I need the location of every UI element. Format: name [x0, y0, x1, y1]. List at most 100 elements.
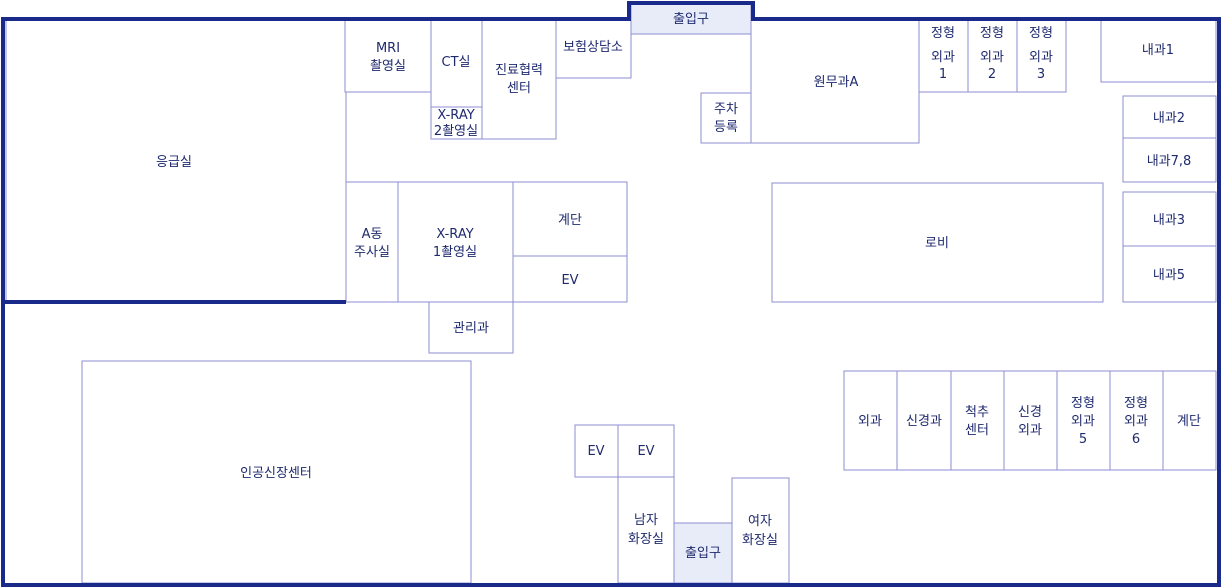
room-ortho1[interactable]: 정형 외과 1 [918, 19, 969, 93]
room-internal2[interactable]: 내과2 [1122, 95, 1217, 139]
svg-text:A동: A동 [362, 227, 383, 242]
room-surgery-label: 외과 [858, 414, 882, 429]
room-neuro-surgery2-label-1: 신경 [1018, 405, 1042, 420]
svg-text:5: 5 [1079, 432, 1087, 447]
room-lobby-label: 로비 [925, 236, 949, 251]
room-stairs-mid[interactable]: 계단 [512, 181, 628, 257]
room-ortho6-label-1: 정형 [1124, 396, 1148, 411]
svg-text:센터: 센터 [507, 81, 531, 96]
svg-text:외과: 외과 [980, 50, 1004, 65]
room-xray1[interactable]: X-RAY 1촬영실 [397, 181, 514, 303]
room-surgery[interactable]: 외과 [843, 370, 898, 471]
room-ev-left[interactable]: EV [574, 424, 619, 478]
svg-text:인공신장센터: 인공신장센터 [240, 466, 312, 481]
room-injection-a-label-2: 주사실 [354, 245, 390, 260]
room-ortho6[interactable]: 정형 외과 6 [1109, 370, 1164, 471]
room-insurance[interactable]: 보험상담소 [555, 19, 632, 79]
room-ev-right[interactable]: EV [617, 424, 675, 478]
entrance-bottom[interactable]: 출입구 [673, 522, 733, 584]
room-men-restroom[interactable]: 남자 화장실 [617, 476, 675, 584]
room-xray1-label-1: X-RAY [436, 227, 473, 242]
room-internal3[interactable]: 내과3 [1122, 191, 1217, 247]
room-management[interactable]: 관리과 [428, 301, 514, 354]
room-ct-label: CT실 [442, 55, 471, 70]
svg-text:CT실: CT실 [442, 55, 471, 70]
room-women-restroom[interactable]: 여자 화장실 [731, 477, 790, 584]
room-xray2-label-1: X-RAY [437, 108, 474, 123]
room-ortho2[interactable]: 정형 외과 2 [967, 19, 1018, 93]
room-ortho1-label-1: 정형 [931, 26, 955, 41]
room-admin-a[interactable]: 원무과A [750, 19, 920, 144]
svg-text:출입구: 출입구 [673, 12, 709, 27]
room-internal78-label: 내과7,8 [1147, 154, 1192, 169]
room-stairs-mid-label: 계단 [558, 213, 582, 228]
room-ortho6-label-3: 6 [1132, 432, 1140, 447]
entrance-bottom-label: 출입구 [685, 546, 721, 561]
svg-text:진료협력: 진료협력 [495, 63, 543, 78]
svg-text:센터: 센터 [965, 423, 989, 438]
room-neuro-surgery2[interactable]: 신경 외과 [1003, 370, 1058, 471]
room-ortho5-label-1: 정형 [1071, 396, 1095, 411]
svg-text:화장실: 화장실 [742, 533, 778, 548]
svg-text:외과: 외과 [931, 50, 955, 65]
svg-text:내과7,8: 내과7,8 [1147, 154, 1192, 169]
svg-text:외과: 외과 [1124, 414, 1148, 429]
svg-text:정형: 정형 [1029, 26, 1053, 41]
svg-text:여자: 여자 [748, 514, 772, 529]
room-clinic-coop[interactable]: 진료협력 센터 [481, 19, 557, 140]
room-ev-right-label: EV [637, 444, 654, 459]
svg-text:외과: 외과 [858, 414, 882, 429]
svg-text:외과: 외과 [1029, 50, 1053, 65]
room-emergency[interactable]: 응급실 [5, 19, 347, 303]
room-spine-label-2: 센터 [965, 423, 989, 438]
room-dialysis-label: 인공신장센터 [240, 466, 312, 481]
svg-text:출입구: 출입구 [685, 546, 721, 561]
svg-text:계단: 계단 [558, 213, 582, 228]
room-internal78[interactable]: 내과7,8 [1122, 137, 1217, 183]
room-internal1-label: 내과1 [1142, 43, 1174, 58]
room-emergency-label: 응급실 [156, 155, 192, 170]
room-spine[interactable]: 척추 센터 [950, 370, 1005, 471]
svg-text:내과1: 내과1 [1142, 43, 1174, 58]
svg-text:외과: 외과 [1071, 414, 1095, 429]
svg-text:2: 2 [988, 67, 996, 82]
room-internal3-label: 내과3 [1153, 213, 1185, 228]
room-ortho5-label-3: 5 [1079, 432, 1087, 447]
room-injection-a[interactable]: A동 주사실 [345, 181, 399, 303]
room-stairs-right[interactable]: 계단 [1162, 370, 1217, 471]
room-xray2[interactable]: X-RAY 2촬영실 [430, 106, 483, 140]
svg-text:관리과: 관리과 [453, 321, 489, 336]
svg-text:X-RAY: X-RAY [436, 227, 473, 242]
room-lobby[interactable]: 로비 [771, 182, 1104, 303]
entrance-top[interactable]: 출입구 [630, 3, 752, 35]
room-internal2-label: 내과2 [1153, 111, 1185, 126]
svg-text:주차: 주차 [714, 102, 738, 117]
room-xray2-label-2: 2촬영실 [434, 124, 478, 139]
room-mri[interactable]: MRI 촬영실 [344, 19, 432, 93]
room-ortho3[interactable]: 정형 외과 3 [1016, 19, 1067, 93]
room-internal5[interactable]: 내과5 [1122, 245, 1217, 303]
svg-text:정형: 정형 [980, 26, 1004, 41]
room-clinic-coop-label-2: 센터 [507, 81, 531, 96]
room-internal1[interactable]: 내과1 [1100, 19, 1217, 83]
room-ortho6-label-2: 외과 [1124, 414, 1148, 429]
svg-text:MRI: MRI [376, 41, 400, 56]
svg-text:3: 3 [1037, 67, 1045, 82]
svg-text:신경: 신경 [1018, 405, 1042, 420]
room-dialysis[interactable]: 인공신장센터 [81, 360, 472, 584]
room-xray1-label-2: 1촬영실 [433, 245, 477, 260]
room-parking-label-2: 등록 [714, 120, 738, 135]
room-men-restroom-label-2: 화장실 [628, 532, 664, 547]
room-insurance-label: 보험상담소 [563, 40, 623, 55]
room-neurosurgery[interactable]: 신경과 [896, 370, 952, 471]
room-women-restroom-label-1: 여자 [748, 514, 772, 529]
room-ev-mid[interactable]: EV [512, 255, 628, 303]
svg-text:정형: 정형 [1124, 396, 1148, 411]
room-parking[interactable]: 주차 등록 [700, 92, 752, 144]
room-ortho5[interactable]: 정형 외과 5 [1056, 370, 1111, 471]
room-neuro-surgery2-label-2: 외과 [1018, 423, 1042, 438]
svg-text:내과2: 내과2 [1153, 111, 1185, 126]
svg-text:원무과A: 원무과A [814, 75, 859, 90]
room-ct[interactable]: CT실 [430, 19, 483, 108]
